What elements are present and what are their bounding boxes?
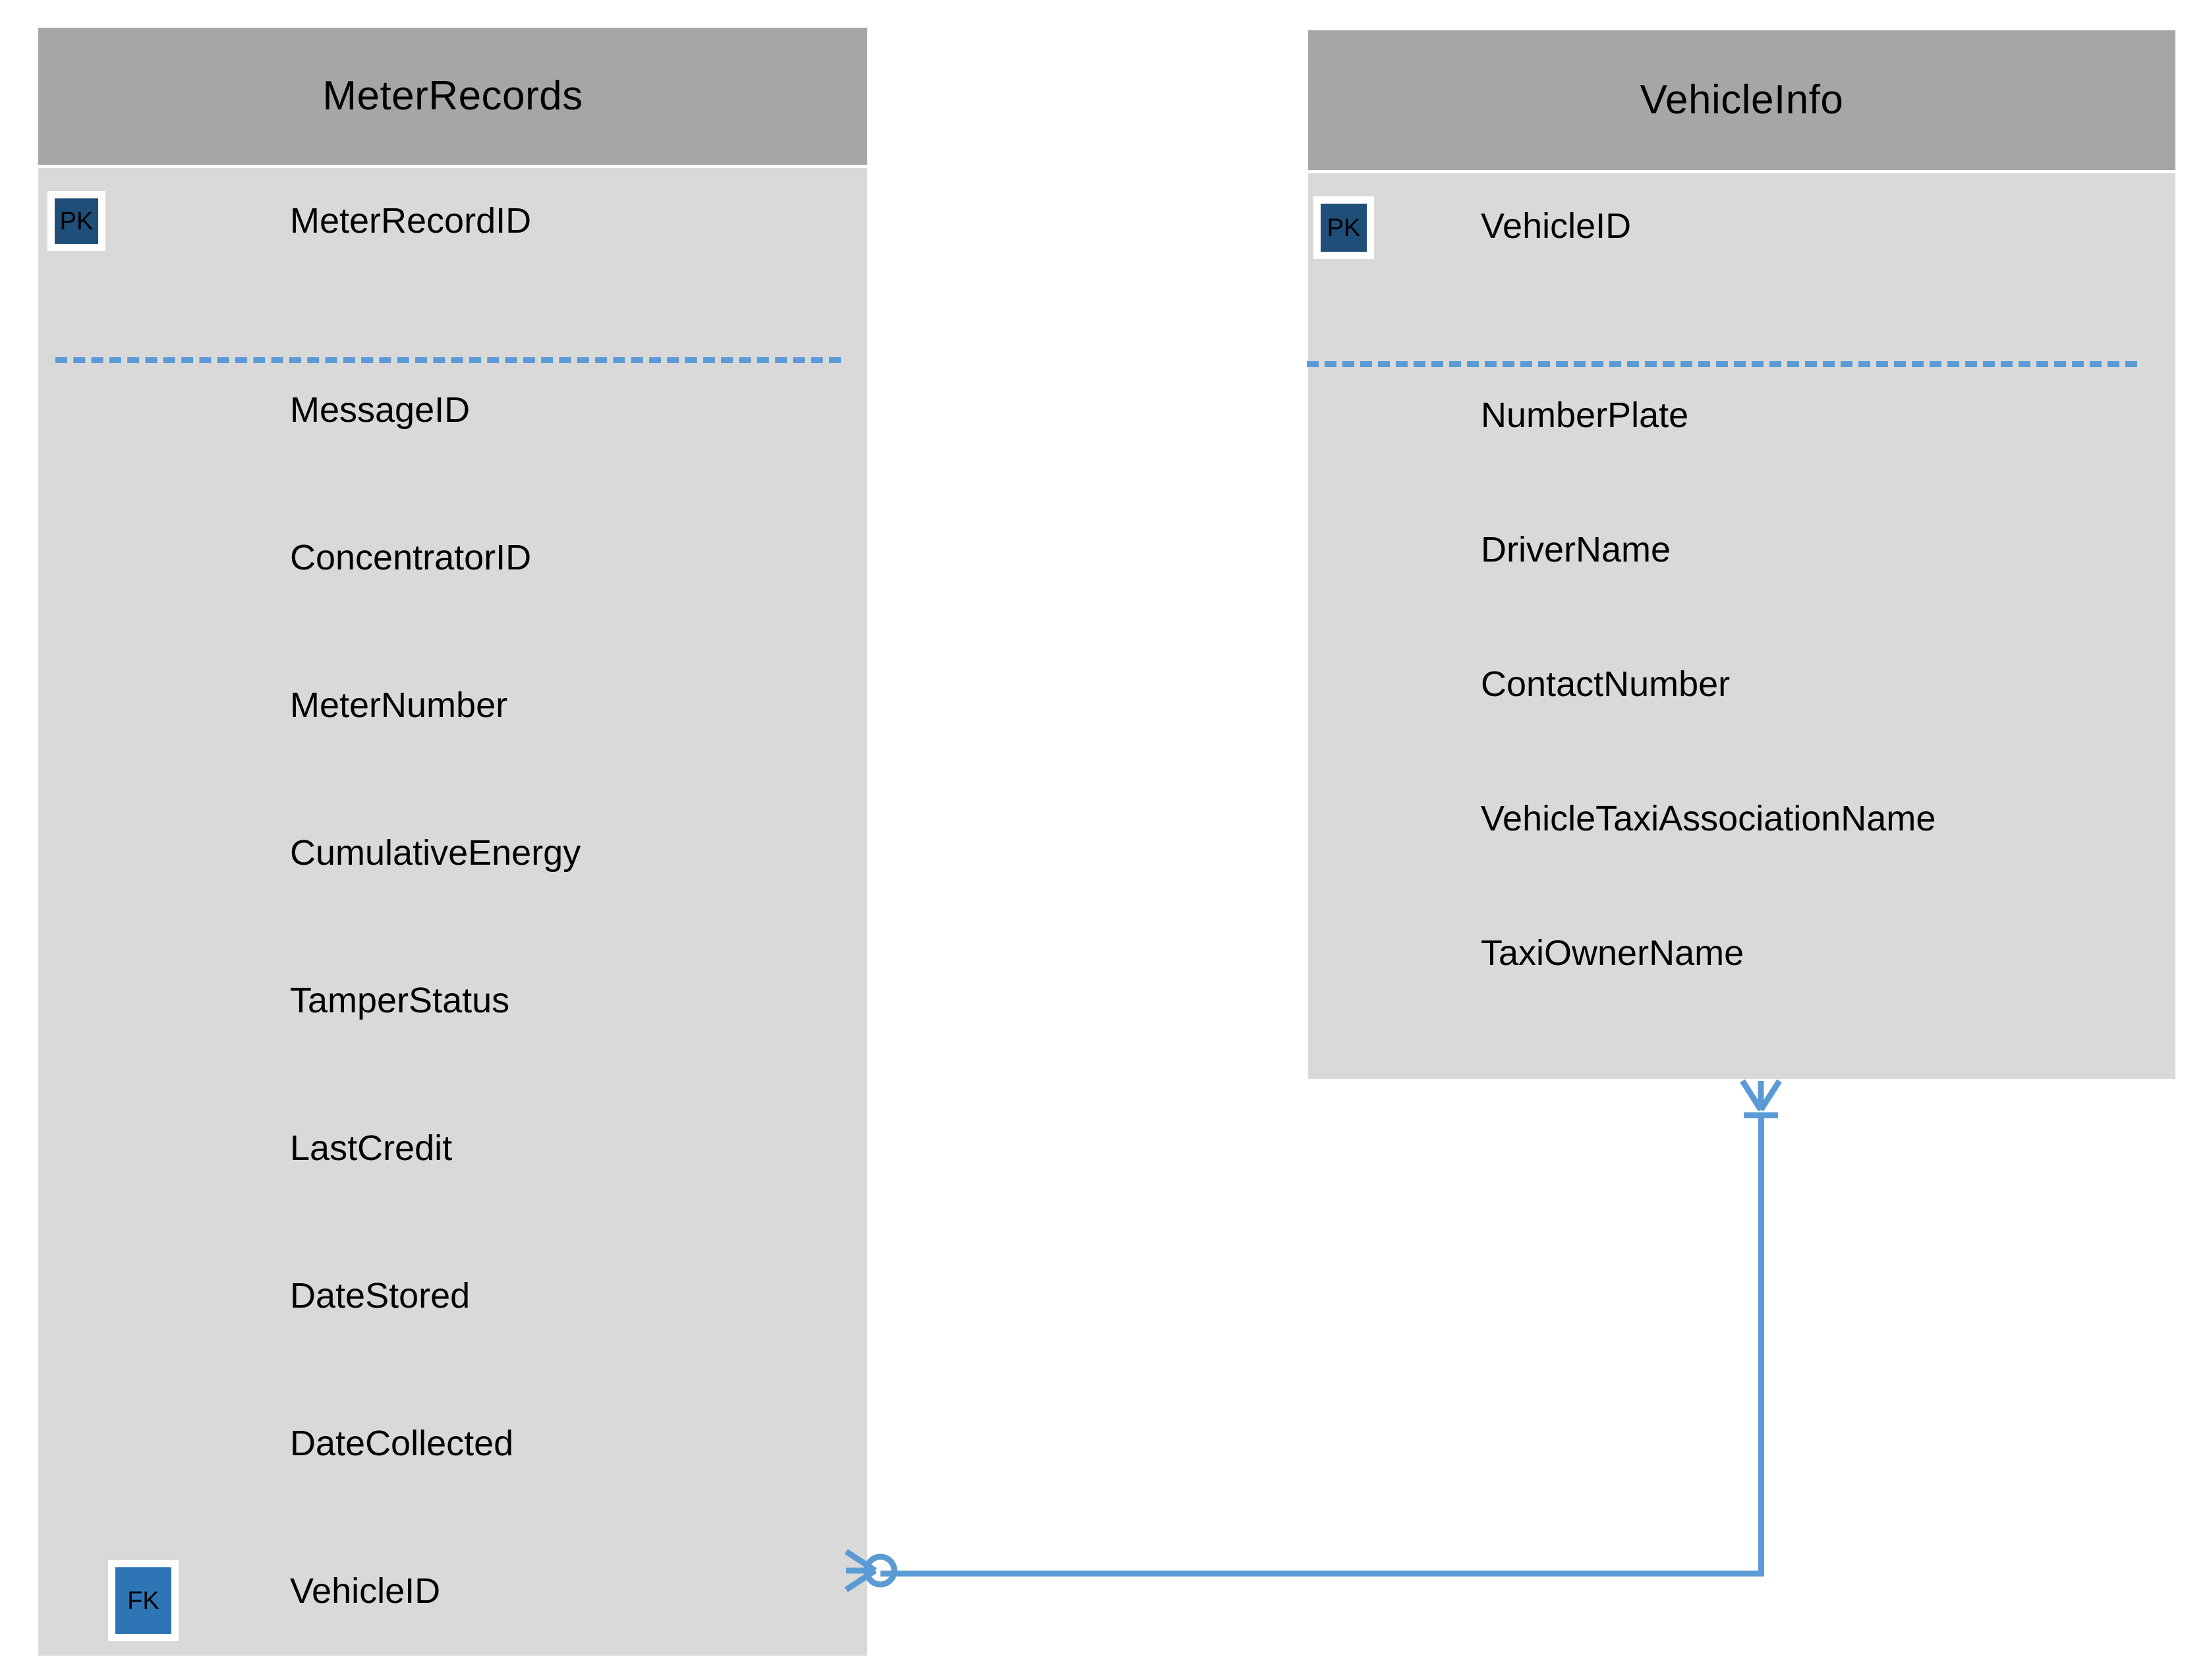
attribute-label-tamperstatus: TamperStatus — [290, 981, 510, 1020]
crowsfoot-zero-or-many-endpoint — [844, 1549, 898, 1592]
attribute-label-cumulativeenergy: CumulativeEnergy — [290, 833, 581, 873]
attribute-row-concentratorid[interactable]: ConcentratorID — [38, 528, 867, 607]
pk-divider-vehicleinfo — [1307, 361, 2137, 367]
attribute-row-datestored[interactable]: DateStored — [38, 1266, 867, 1345]
crowsfoot-one-mandatory-endpoint — [1740, 1079, 1782, 1118]
fk-badge-label: FK — [127, 1586, 159, 1615]
attribute-row-messageid[interactable]: MessageID — [38, 380, 867, 459]
attribute-row-tamperstatus[interactable]: TamperStatus — [38, 971, 867, 1050]
pk-divider-meterrecords — [55, 357, 841, 363]
attribute-label-numberplate: NumberPlate — [1481, 395, 1689, 435]
relationship-line-vertical[interactable] — [1758, 1113, 1764, 1574]
attribute-label-drivername: DriverName — [1481, 530, 1671, 569]
attribute-label-vehicletaxiassociationname: VehicleTaxiAssociationName — [1481, 799, 1936, 838]
attribute-label-meternumber: MeterNumber — [290, 685, 508, 725]
entity-body-vehicleinfo: PK VehicleID NumberPlate DriverName Cont… — [1307, 173, 2175, 1079]
attribute-row-numberplate[interactable]: NumberPlate — [1308, 386, 2175, 465]
attribute-row-drivername[interactable]: DriverName — [1308, 520, 2175, 599]
entity-header-vehicleinfo: VehicleInfo — [1308, 30, 2175, 170]
attribute-label-datecollected: DateCollected — [290, 1424, 514, 1463]
pk-badge-meterrecords: PK — [47, 191, 105, 251]
entity-title-meterrecords: MeterRecords — [322, 73, 583, 119]
attribute-label-datestored: DateStored — [290, 1276, 471, 1316]
relationship-line-horizontal[interactable] — [880, 1571, 1764, 1577]
attribute-row-vehicletaxiassociationname[interactable]: VehicleTaxiAssociationName — [1308, 789, 2175, 868]
attribute-label-taxiownername: TaxiOwnerName — [1481, 933, 1744, 973]
attribute-row-vehicleid-pk[interactable]: PK VehicleID — [1308, 196, 2175, 275]
attribute-label-contactnumber: ContactNumber — [1481, 664, 1731, 704]
attribute-row-meterrecordid[interactable]: PK MeterRecordID — [38, 191, 867, 270]
pk-badge-label: PK — [59, 207, 94, 235]
fk-badge-meterrecords: FK — [108, 1560, 179, 1641]
entity-meterrecords[interactable]: MeterRecords PK MeterRecordID MessageID … — [38, 28, 867, 1656]
attribute-row-contactnumber[interactable]: ContactNumber — [1308, 654, 2175, 734]
entity-title-vehicleinfo: VehicleInfo — [1640, 77, 1844, 123]
attribute-row-taxiownername[interactable]: TaxiOwnerName — [1308, 923, 2175, 1002]
attribute-label-meterrecordid: MeterRecordID — [290, 201, 532, 241]
entity-vehicleinfo[interactable]: VehicleInfo PK VehicleID NumberPlate Dri… — [1307, 30, 2175, 1079]
pk-badge-label: PK — [1327, 214, 1361, 242]
attribute-label-lastcredit: LastCredit — [290, 1128, 453, 1168]
attribute-label-vehicleid-pk: VehicleID — [1481, 206, 1632, 246]
attribute-row-lastcredit[interactable]: LastCredit — [38, 1118, 867, 1198]
attribute-row-meternumber[interactable]: MeterNumber — [38, 676, 867, 755]
pk-badge-vehicleinfo: PK — [1313, 196, 1374, 259]
entity-header-meterrecords: MeterRecords — [38, 28, 867, 165]
attribute-label-messageid: MessageID — [290, 390, 471, 430]
entity-body-meterrecords: PK MeterRecordID MessageID ConcentratorI… — [38, 168, 867, 1656]
attribute-label-concentratorid: ConcentratorID — [290, 538, 532, 577]
attribute-label-vehicleid-fk: VehicleID — [290, 1571, 441, 1611]
attribute-row-vehicleid-fk[interactable]: FK VehicleID — [38, 1560, 867, 1641]
attribute-row-cumulativeenergy[interactable]: CumulativeEnergy — [38, 823, 867, 902]
attribute-row-datecollected[interactable]: DateCollected — [38, 1414, 867, 1493]
